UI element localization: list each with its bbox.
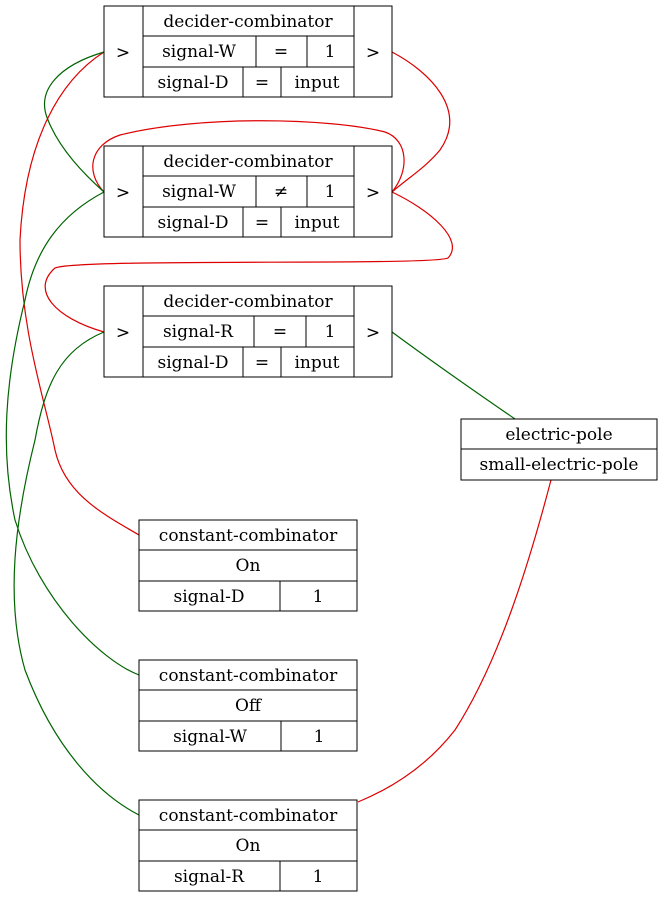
decider-combinator-1[interactable]: > > decider-combinator signal-W = 1 sign… xyxy=(103,5,393,98)
constant-2-title: constant-combinator xyxy=(159,666,338,686)
decider-3-condition-operator: = xyxy=(273,322,287,342)
decider-3-title: decider-combinator xyxy=(163,292,333,312)
decider-1-output-port[interactable]: > xyxy=(366,43,380,63)
red-wire-d2-in-to-d2-out xyxy=(92,120,405,193)
constant-3-value: 1 xyxy=(313,867,324,887)
decider-2-output-port[interactable]: > xyxy=(366,183,380,203)
constant-3-title: constant-combinator xyxy=(159,806,338,826)
green-wire-d3-in-to-const3 xyxy=(13,331,140,816)
red-wire-pole-to-const3 xyxy=(357,479,552,803)
decider-1-output-signal: signal-D xyxy=(158,73,229,93)
constant-1-signal: signal-D xyxy=(174,587,245,607)
constant-2-state[interactable]: Off xyxy=(235,696,263,716)
decider-3-output-port[interactable]: > xyxy=(366,323,380,343)
constant-2-signal: signal-W xyxy=(173,727,247,747)
decider-3-output-signal: signal-D xyxy=(158,353,229,373)
decider-1-condition-value: 1 xyxy=(325,42,336,62)
decider-3-input-port[interactable]: > xyxy=(116,323,130,343)
constant-1-title: constant-combinator xyxy=(159,526,338,546)
electric-pole-node[interactable]: electric-pole small-electric-pole xyxy=(460,418,658,481)
decider-3-condition-value: 1 xyxy=(325,322,336,342)
constant-combinator-2[interactable]: constant-combinator Off signal-W 1 xyxy=(138,659,358,752)
decider-1-output-value: input xyxy=(294,73,339,93)
decider-1-title: decider-combinator xyxy=(163,12,333,32)
decider-2-output-value: input xyxy=(294,213,339,233)
red-wire-d2-out-to-d3-in xyxy=(44,191,454,333)
red-wire-d1-out-to-d2-out xyxy=(391,51,451,193)
constant-3-state[interactable]: On xyxy=(236,836,261,856)
decider-2-condition-operator: ≠ xyxy=(274,182,288,202)
constant-combinator-1[interactable]: constant-combinator On signal-D 1 xyxy=(138,519,358,612)
constant-2-value: 1 xyxy=(314,727,325,747)
decider-combinator-1-frame xyxy=(103,5,393,98)
decider-1-output-operator: = xyxy=(255,73,269,93)
decider-1-input-port[interactable]: > xyxy=(116,43,130,63)
electric-pole-title: electric-pole xyxy=(505,425,612,445)
decider-2-output-operator: = xyxy=(255,213,269,233)
constant-combinator-3[interactable]: constant-combinator On signal-R 1 xyxy=(138,799,358,892)
decider-combinator-3-frame xyxy=(103,285,393,378)
constant-1-state[interactable]: On xyxy=(236,556,261,576)
decider-3-output-value: input xyxy=(294,353,339,373)
decider-3-output-operator: = xyxy=(255,353,269,373)
decider-2-condition-value: 1 xyxy=(325,182,336,202)
constant-combinator-2-frame xyxy=(138,659,358,752)
decider-combinator-3[interactable]: > > decider-combinator signal-R = 1 sign… xyxy=(103,285,393,378)
wires xyxy=(5,51,552,816)
green-wire-d1-in-to-d2-in xyxy=(43,51,105,193)
decider-combinator-2[interactable]: > > decider-combinator signal-W ≠ 1 sign… xyxy=(103,145,393,238)
decider-2-condition-signal: signal-W xyxy=(162,182,236,202)
decider-2-title: decider-combinator xyxy=(163,152,333,172)
green-wire-d3-out-to-pole xyxy=(391,331,516,420)
green-wire-d2-in-to-const2 xyxy=(5,191,140,676)
constant-combinator-1-frame xyxy=(138,519,358,612)
red-wire-d1-in-to-const1 xyxy=(19,51,140,536)
decider-2-output-signal: signal-D xyxy=(158,213,229,233)
constant-1-value: 1 xyxy=(313,587,324,607)
constant-3-signal: signal-R xyxy=(174,867,245,887)
decider-2-input-port[interactable]: > xyxy=(116,183,130,203)
electric-pole-name: small-electric-pole xyxy=(480,455,639,475)
decider-1-condition-operator: = xyxy=(274,42,288,62)
decider-combinator-2-frame xyxy=(103,145,393,238)
decider-1-condition-signal: signal-W xyxy=(162,42,236,62)
constant-combinator-3-frame xyxy=(138,799,358,892)
decider-3-condition-signal: signal-R xyxy=(163,322,234,342)
